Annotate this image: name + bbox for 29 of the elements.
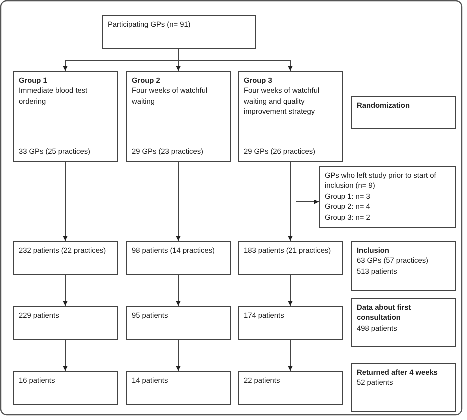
process-box [126,371,231,405]
process-box [319,166,456,228]
arrow [176,162,181,242]
process-box [238,306,343,340]
arrow [288,340,293,372]
process-box [126,71,231,162]
arrow [63,274,68,306]
arrow [63,162,68,242]
arrow [63,340,68,372]
process-box [351,298,456,347]
process-box [102,15,256,49]
arrow [296,200,320,204]
process-box [351,241,456,291]
process-box [351,96,456,129]
arrow [176,340,181,372]
process-box [238,371,343,405]
arrow [176,274,181,306]
process-box [13,371,118,405]
process-box [13,71,118,162]
process-box [238,71,343,162]
process-box [351,363,456,412]
arrow [178,48,293,72]
arrow [288,162,293,242]
process-box [126,306,231,340]
process-box [238,241,343,275]
process-box [13,306,118,340]
process-box [13,241,118,275]
arrow [288,274,293,306]
process-box [126,241,231,275]
